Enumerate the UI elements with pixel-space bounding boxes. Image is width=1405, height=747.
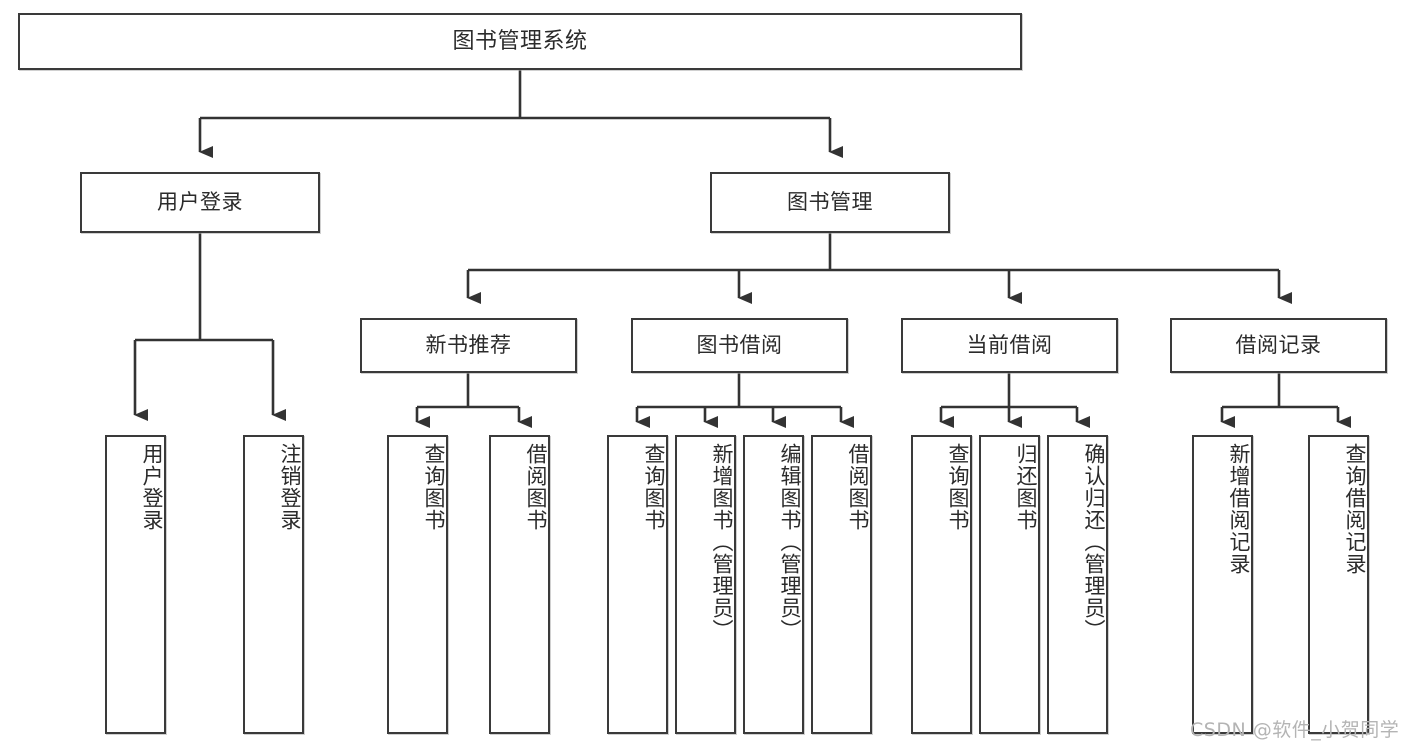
node-root[interactable]: 图书管理系统 (18, 13, 1022, 70)
node-leaf-borrow-book-1[interactable]: 借阅图书 (489, 435, 550, 734)
node-leaf-add-book[interactable]: 新增图书（管理员） (675, 435, 736, 734)
node-leaf-query-book-2[interactable]: 查询图书 (607, 435, 668, 734)
node-leaf-logout-label: 注销登录 (278, 443, 302, 531)
node-leaf-add-record-label: 新增借阅记录 (1227, 443, 1251, 575)
node-leaf-query-record[interactable]: 查询借阅记录 (1308, 435, 1369, 734)
node-leaf-add-book-label: 新增图书（管理员） (710, 443, 734, 641)
node-leaf-borrow-book-1-label: 借阅图书 (524, 443, 548, 531)
node-leaf-query-book-1-label: 查询图书 (422, 443, 446, 531)
node-root-label: 图书管理系统 (452, 28, 588, 54)
node-leaf-user-login-label: 用户登录 (140, 443, 164, 531)
node-leaf-edit-book-label: 编辑图书（管理员） (778, 443, 802, 641)
node-borrow-record[interactable]: 借阅记录 (1170, 318, 1387, 373)
node-leaf-query-book-3[interactable]: 查询图书 (911, 435, 972, 734)
node-leaf-query-record-label: 查询借阅记录 (1343, 443, 1367, 575)
node-leaf-query-book-1[interactable]: 查询图书 (387, 435, 448, 734)
node-book-manage-label: 图书管理 (787, 190, 873, 215)
node-user-login-label: 用户登录 (157, 190, 243, 215)
node-leaf-return-book-label: 归还图书 (1014, 443, 1038, 531)
node-user-login[interactable]: 用户登录 (80, 172, 320, 233)
node-new-book-rec-label: 新书推荐 (425, 333, 512, 358)
node-leaf-logout[interactable]: 注销登录 (243, 435, 304, 734)
watermark: CSDN @软件_小贺同学 (1190, 719, 1400, 741)
node-book-manage[interactable]: 图书管理 (710, 172, 950, 233)
node-leaf-add-record[interactable]: 新增借阅记录 (1192, 435, 1253, 734)
node-current-borrow[interactable]: 当前借阅 (901, 318, 1118, 373)
node-leaf-query-book-3-label: 查询图书 (946, 443, 970, 531)
node-leaf-return-book[interactable]: 归还图书 (979, 435, 1040, 734)
node-book-borrow[interactable]: 图书借阅 (631, 318, 848, 373)
node-book-borrow-label: 图书借阅 (696, 333, 783, 358)
node-leaf-confirm-return[interactable]: 确认归还（管理员） (1047, 435, 1108, 734)
node-new-book-rec[interactable]: 新书推荐 (360, 318, 577, 373)
node-leaf-borrow-book-2-label: 借阅图书 (846, 443, 870, 531)
node-leaf-borrow-book-2[interactable]: 借阅图书 (811, 435, 872, 734)
node-borrow-record-label: 借阅记录 (1235, 333, 1322, 358)
node-leaf-edit-book[interactable]: 编辑图书（管理员） (743, 435, 804, 734)
node-leaf-query-book-2-label: 查询图书 (642, 443, 666, 531)
node-leaf-user-login[interactable]: 用户登录 (105, 435, 166, 734)
node-leaf-confirm-return-label: 确认归还（管理员） (1082, 443, 1106, 641)
node-current-borrow-label: 当前借阅 (966, 333, 1053, 358)
